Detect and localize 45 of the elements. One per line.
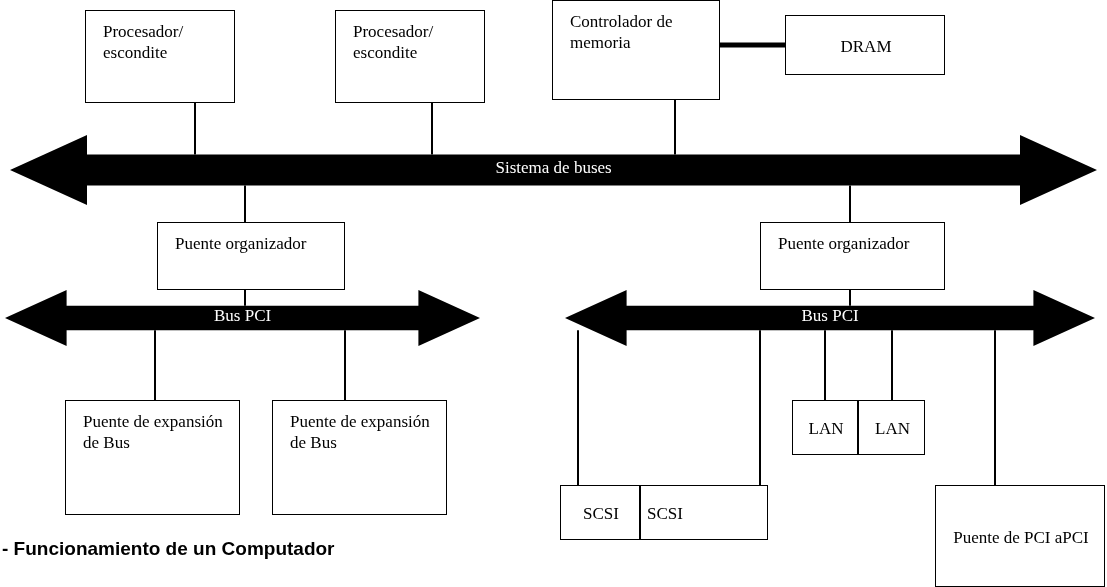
box-label: Puente de expansión de Bus	[83, 411, 224, 453]
component-box	[792, 400, 858, 455]
component-box	[65, 400, 240, 515]
caption: - Funcionamiento de un Computador	[2, 538, 335, 560]
connector-line	[720, 42, 785, 48]
box-label: Puente organizador	[175, 233, 308, 254]
component-box	[552, 0, 720, 100]
component-box	[272, 400, 447, 515]
box-label: LAN	[874, 418, 911, 439]
connector-line	[154, 329, 156, 401]
box-label: Puente de PCI aPCI	[952, 526, 1090, 548]
connector-line	[759, 329, 761, 486]
component-box	[760, 222, 945, 290]
connector-line	[577, 329, 579, 486]
box-label: LAN	[807, 418, 845, 439]
component-box	[785, 15, 945, 75]
component-box	[85, 10, 235, 103]
box-label: SCSI	[582, 503, 620, 524]
box-label: Procesador/ escondite	[353, 21, 435, 63]
bus-label: Bus PCI	[801, 305, 859, 326]
connector-line	[344, 329, 346, 401]
connector-line	[194, 102, 196, 156]
component-box	[935, 485, 1105, 587]
connector-line	[849, 184, 851, 223]
box-label: DRAM	[839, 35, 893, 57]
connector-line	[824, 329, 826, 401]
box-label: SCSI	[647, 503, 683, 524]
component-box	[560, 485, 640, 540]
box-label: Puente de expansión de Bus	[290, 411, 431, 453]
connector-line	[244, 184, 246, 223]
box-label: Procesador/ escondite	[103, 21, 185, 63]
connector-line	[431, 102, 433, 156]
component-box	[640, 485, 768, 540]
component-box	[858, 400, 925, 455]
connector-line	[674, 99, 676, 156]
connector-line	[849, 289, 851, 307]
box-label: Puente organizador	[778, 233, 911, 254]
connector-line	[994, 329, 996, 486]
component-box	[335, 10, 485, 103]
box-label: Controlador de memoria	[570, 11, 674, 53]
connector-line	[891, 329, 893, 401]
bus-label: Bus PCI	[214, 305, 272, 326]
bus-label: Sistema de buses	[495, 157, 612, 178]
component-box	[157, 222, 345, 290]
connector-line	[244, 289, 246, 307]
